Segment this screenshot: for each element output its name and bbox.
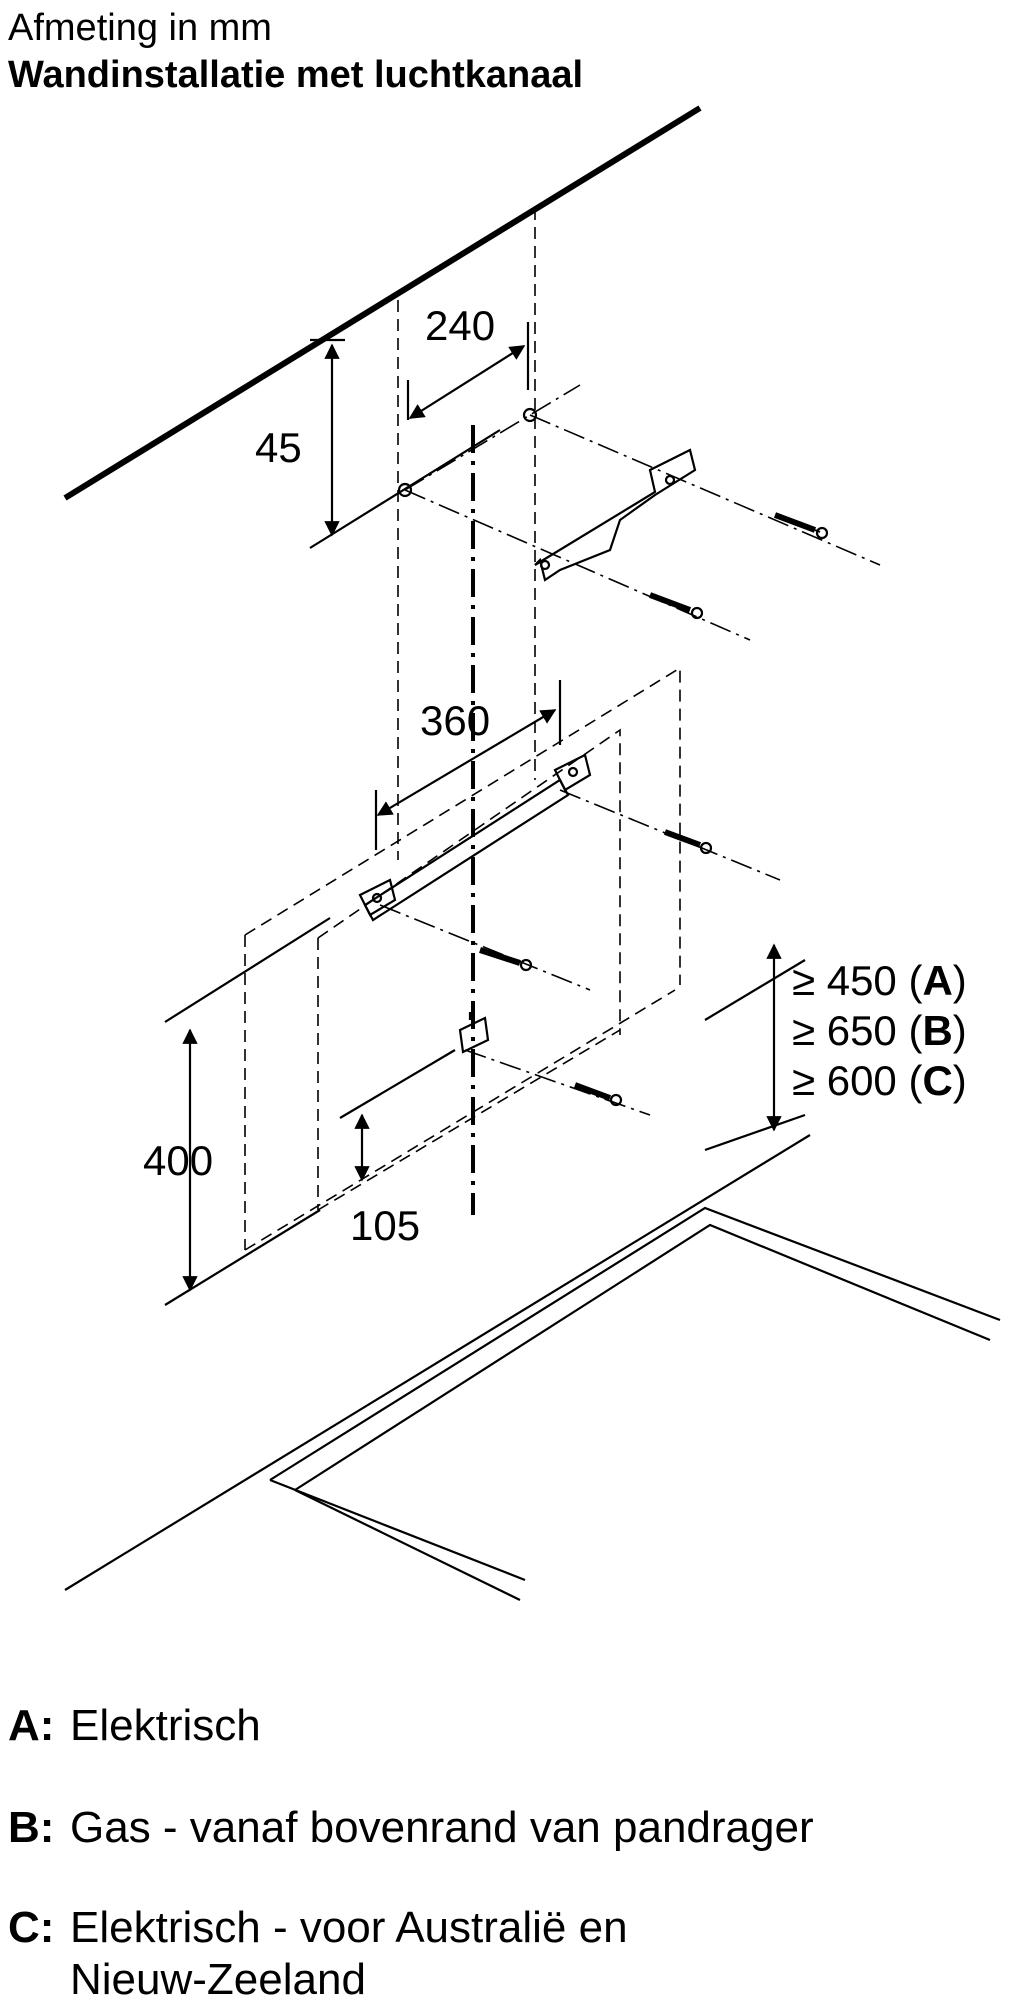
dim-105-ext-top [339,1049,456,1119]
legend-text: Elektrisch [70,1701,261,1750]
hood-outline-base-outer [244,989,676,1251]
dim-400-label: 400 [143,1137,213,1184]
dim-400-ext-top [164,917,331,1023]
upper-axis-line-1 [404,384,581,491]
drill-hole-left-icon [397,482,413,498]
clearance-line-a: ≥ 450 (A) [792,957,967,1004]
upper-wall-bracket-icon [534,448,697,582]
clearance-ext-bottom [704,1113,806,1152]
legend-text: Gas - vanaf bovenrand van pandrager [70,1803,814,1852]
screw-upper-left-icon [648,592,704,620]
hood-outline-base-inner [317,1029,621,1211]
worktop-edge-line [64,1134,811,1591]
dim-360-arrow [376,709,557,816]
screw-rail-left-icon [479,947,533,972]
dim-240-label: 240 [425,302,495,349]
dim-240-arrow [408,345,526,419]
screw-lower-icon [573,1082,623,1107]
dim-45-label: 45 [255,424,302,471]
cooktop-outline [269,1206,1001,1601]
rail-axis-3 [464,1049,651,1116]
bracket-hole-icon [539,559,551,571]
clearance-ext-top [704,959,806,1021]
drill-hole-right-icon [522,407,538,423]
legend-key: A: [8,1701,55,1750]
clearance-line-b: ≥ 650 (B) [792,1007,967,1054]
hood-outline-inner [317,728,621,1035]
rail-hole-icon [567,766,579,778]
bracket-hole-icon [664,474,676,486]
dim-360-label: 360 [420,697,490,744]
page-title: Afmeting in mm [8,7,272,49]
legend-key: B: [8,1803,55,1852]
upper-axis-line-2 [529,414,881,566]
screw-rail-right-icon [663,829,713,855]
rail-end-right [553,753,592,792]
dim-45-ext-bottom [309,429,501,549]
clearance-line-c: ≥ 600 (C) [792,1057,967,1104]
safety-bracket-icon [458,1016,490,1054]
dim-105-label: 105 [350,1202,420,1249]
screw-upper-right-icon [773,512,829,540]
rail-end-left [358,878,397,917]
rail-axis-2 [379,904,591,991]
legend-item-b: B: Gas - vanaf bovenrand van pandrager [8,1802,814,1854]
dim-400-ext-bottom [164,1209,321,1306]
page-subtitle: Wandinstallatie met luchtkanaal [8,54,584,96]
legend-item-a: A: Elektrisch [8,1700,261,1752]
ceiling-line [63,105,702,501]
legend-key: C: [8,1903,55,1952]
legend-text: Elektrisch - voor Australië en Nieuw-Zee… [70,1903,628,2004]
legend-item-c: C: Elektrisch - voor Australië en Nieuw-… [8,1902,628,2006]
rail-hole-icon [371,892,383,904]
